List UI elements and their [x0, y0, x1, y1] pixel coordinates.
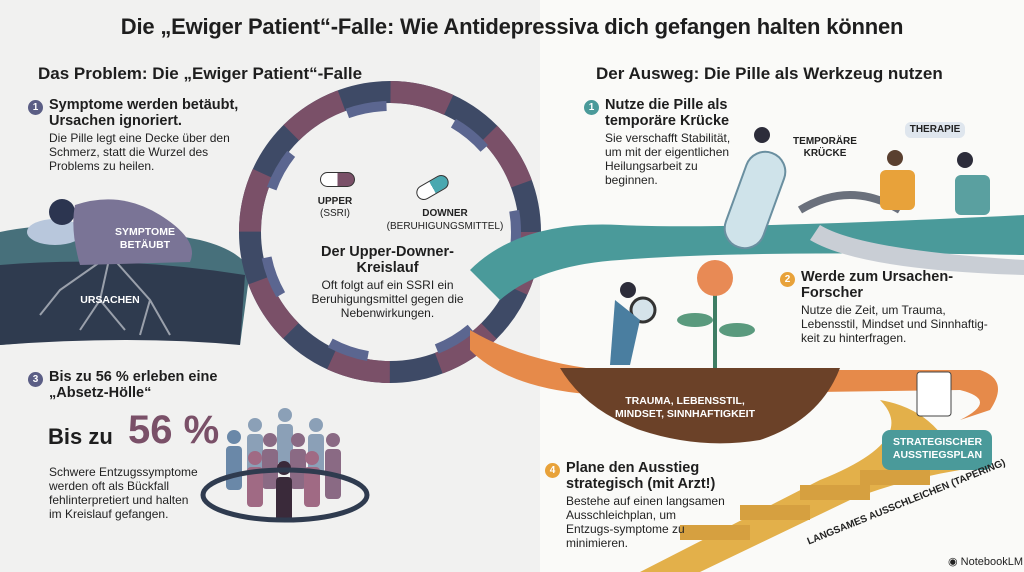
left-heading: Das Problem: Die „Ewiger Patient“-Falle [38, 64, 363, 83]
loop-text: Der Upper-Downer-Kreislauf Oft folgt auf… [305, 244, 470, 320]
problem-3-title: Bis zu 56 % erleben eine „Absetz-Hölle“ [49, 369, 218, 401]
solution-2-title: Werde zum Ursachen-Forscher [801, 269, 954, 301]
problem-1: Symptome werden betäubt, Ursachen ignori… [49, 97, 274, 173]
label-root-causes: TRAUMA, LEBENSSTIL, MINDSET, SINNHAFTIGK… [614, 395, 755, 420]
label-ursachen: URSACHEN [80, 294, 140, 306]
label-therapie: THERAPIE [905, 122, 965, 138]
solution-1-body: Sie verschafft Stabilität, um mit der ei… [605, 131, 731, 187]
downer-label: DOWNER [422, 208, 468, 219]
big-stat-prefix: Bis zu [48, 424, 113, 449]
step-number-badge: 1 [584, 100, 599, 115]
pill-crutch [723, 150, 787, 250]
roots [39, 254, 171, 336]
roots-soil [0, 261, 245, 345]
label-symptome-betaeubt: SYMPTOME BETÄUBT [115, 226, 175, 251]
step-number-badge: 2 [780, 272, 795, 287]
problem-3-body: Schwere Entzugssymptome werden oft als B… [49, 465, 198, 521]
brand-label: NotebookLM [960, 556, 1024, 568]
loop-title: Der Upper-Downer-Kreislauf [321, 244, 454, 276]
therapist-head [887, 150, 903, 166]
plant-leaf [719, 323, 755, 337]
upper-sublabel: (SSRI) [320, 208, 350, 219]
blanket [73, 199, 192, 265]
teal-path [470, 215, 1024, 300]
river [810, 225, 1024, 275]
step-number-badge: 1 [28, 100, 43, 115]
page-title: Die „Ewiger Patient“-Falle: Wie Antidepr… [120, 14, 904, 39]
solution-1: Nutze die Pille als temporäre Krücke Sie… [605, 97, 770, 187]
loop-body: Oft folgt auf ein SSRI ein Beruhigungsmi… [311, 278, 464, 320]
solution-4: Plane den Ausstieg strategisch (mit Arzt… [566, 460, 761, 550]
solution-2: Werde zum Ursachen-Forscher Nutze die Ze… [801, 269, 1011, 345]
notebooklm-brand: ◉ NotebookLM [948, 555, 1023, 568]
upper-label: UPPER [317, 196, 353, 207]
right-background [540, 0, 1024, 572]
plant-leaf [677, 313, 713, 327]
label-strategic-plan: STRATEGISCHER AUSSTIEGSPLAN [892, 436, 983, 461]
soil-mound [560, 368, 840, 444]
stairs [680, 470, 930, 540]
upper-pill-icon [320, 172, 355, 187]
researcher-body [610, 300, 640, 365]
solution-4-body: Bestehe auf einen langsamen Ausschleichp… [566, 494, 725, 550]
chair [880, 170, 915, 210]
label-temporaere-kruecke: TEMPORÄRE KRÜCKE [793, 136, 857, 159]
step-number-badge: 4 [545, 463, 560, 478]
notebooklm-logo-icon: ◉ [948, 556, 961, 568]
solution-1-title: Nutze die Pille als temporäre Krücke [605, 97, 730, 129]
step-number-badge: 3 [28, 372, 43, 387]
downer-sublabel: (BERUHIGUNGSMITTEL) [386, 221, 504, 232]
walker-head [754, 127, 770, 143]
big-stat-value: 56 % [128, 408, 220, 452]
people-crowd [226, 408, 341, 522]
plan-badge-bg [882, 430, 992, 470]
client-head [957, 152, 973, 168]
right-heading: Der Ausweg: Die Pille als Werkzeug nutze… [596, 64, 943, 83]
pillow [27, 219, 83, 245]
upper-downer-loop [239, 81, 541, 383]
solution-4-title: Plane den Ausstieg strategisch (mit Arzt… [566, 460, 716, 492]
clipboard-icon [916, 371, 952, 417]
chair [955, 175, 990, 215]
thorn-crown [200, 467, 370, 523]
solution-2-body: Nutze die Zeit, um Trauma, Lebensstil, M… [801, 303, 988, 345]
problem-1-title: Symptome werden betäubt, Ursachen ignori… [49, 97, 239, 129]
sleeping-person-head [49, 199, 75, 225]
flower [697, 260, 733, 296]
researcher-head [620, 282, 636, 298]
magnifier-icon [629, 296, 657, 324]
problem-1-body: Die Pille legt eine Decke über den Schme… [49, 131, 230, 173]
